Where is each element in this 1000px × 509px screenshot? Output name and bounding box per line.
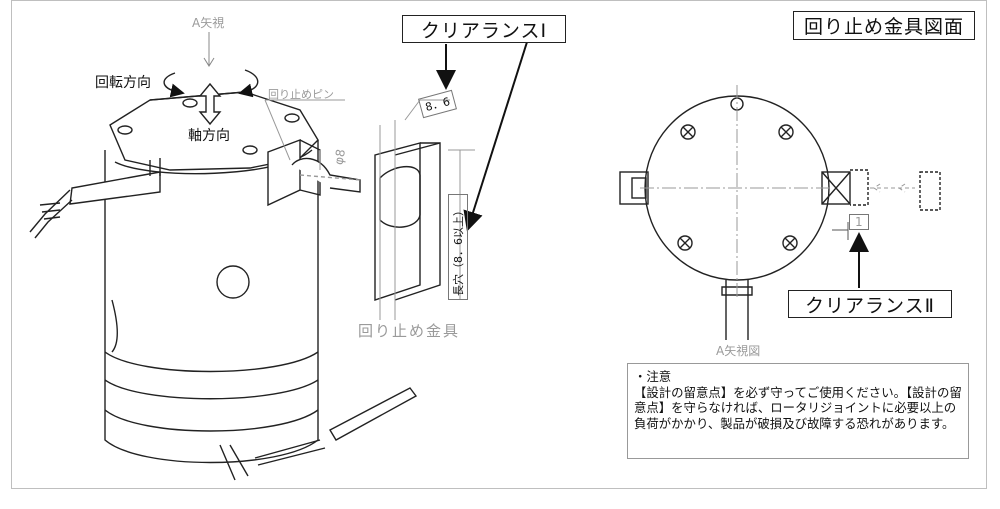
rotation-direction-label: 回転方向 (95, 75, 151, 91)
a-view-label: A矢視 (192, 16, 225, 30)
rotation-arrows (163, 69, 259, 98)
phi8-label: φ8 (331, 148, 349, 166)
stop-bracket-label: 回り止め金具 (358, 322, 461, 340)
axial-arrow (198, 82, 222, 126)
a-view-arrow (203, 32, 215, 67)
caution-body: 【設計の留意点】を必ず守ってご使用ください。【設計の留意点】を守らなければ、ロー… (634, 384, 962, 431)
dim-1-box: 1 (849, 214, 869, 230)
stop-bracket-drawing (374, 142, 441, 301)
title-box: 回り止め金具図面 (793, 11, 975, 40)
caution-heading: ・注意 (634, 369, 672, 384)
stop-pin-label: 回り止めピン (268, 88, 334, 101)
a-view-figure-label: A矢視図 (716, 344, 761, 358)
clearance-2-label: クリアランスⅡ (788, 290, 952, 318)
caution-note: ・注意 【設計の留意点】を必ず守ってご使用ください。【設計の留意点】を守らなけれ… (627, 363, 969, 459)
clearance-1-label: クリアランスⅠ (402, 15, 566, 43)
long-hole-label: 長穴（8．6以上） (448, 194, 468, 300)
rotary-joint-drawing (29, 91, 418, 481)
drawing-frame (11, 0, 987, 489)
clearance-arrows (436, 41, 869, 288)
axial-direction-label: 軸方向 (188, 128, 230, 144)
